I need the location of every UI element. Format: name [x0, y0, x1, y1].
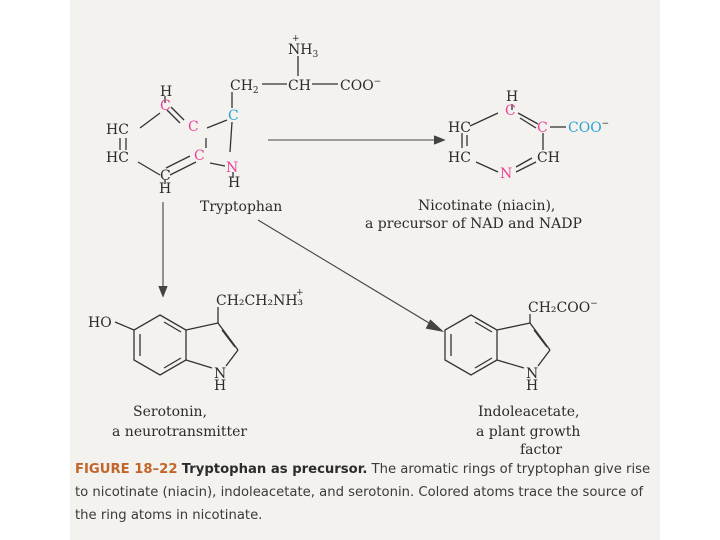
serotonin-label-line2: a neurotransmitter [112, 424, 247, 440]
benzene-ring [444, 314, 498, 376]
bond [170, 106, 185, 121]
atom-c-highlight: C [194, 148, 205, 164]
atom-h: H [160, 84, 172, 100]
indoleacetate-structure: CH₂COO− N H Indoleacetate, a plant growt… [444, 299, 598, 458]
bond [165, 155, 191, 169]
bond [474, 321, 493, 333]
bond [221, 329, 236, 348]
bond [517, 112, 539, 125]
carboxylate-group: COO− [340, 77, 381, 94]
bond [496, 322, 531, 331]
atom-c-cyan: C [228, 108, 239, 124]
nicotinate-label-line2: a precursor of NAD and NADP [365, 216, 582, 232]
atom-c-highlight: C [505, 103, 516, 119]
atom-h: H [506, 89, 518, 105]
bond [475, 161, 499, 173]
atom-c-highlight: C [537, 120, 548, 136]
figure-title: Tryptophan as precursor. [181, 462, 368, 477]
nicotinate-label-line1: Nicotinate (niacin), [418, 198, 555, 214]
atom-hc: HC [448, 120, 471, 136]
bond [469, 112, 499, 127]
atom-c-highlight: C [160, 98, 171, 114]
bond [515, 157, 533, 168]
bond [225, 349, 239, 367]
atom-n: N [214, 366, 226, 382]
bond [519, 117, 537, 129]
carboxylate-group-cyan: COO− [568, 119, 609, 136]
charge-plus: + [296, 288, 304, 298]
atom-c-highlight: C [188, 119, 199, 135]
indoleacetate-label-line3: factor [520, 442, 562, 458]
bond [114, 321, 135, 331]
atom-hc: HC [106, 150, 129, 166]
arrowhead [158, 285, 168, 298]
atom-hc: HC [448, 150, 471, 166]
caption-text: The aromatic rings of tryptophan give ri… [75, 462, 651, 523]
atom-h: H [214, 378, 226, 394]
tryptophan-label: Tryptophan [200, 199, 282, 215]
bond [163, 357, 182, 369]
atom-h: H [526, 378, 538, 394]
bond [229, 121, 233, 153]
reaction-arrows [158, 135, 446, 333]
nicotinate-structure: H C HC C COO− HC CH N Nicotinate (niacin… [365, 89, 609, 232]
atom-n-highlight: N [500, 166, 512, 182]
atom-hc: HC [106, 122, 129, 138]
bond [537, 349, 551, 367]
ethylamine-side-chain: CH₂CH₂NH₃ [216, 293, 303, 309]
bond [169, 161, 197, 176]
hydroxyl-group: HO [88, 315, 112, 331]
indoleacetate-label-line1: Indoleacetate, [478, 404, 580, 420]
bond [166, 109, 181, 124]
charge-plus: + [292, 34, 300, 44]
methylene-group: CH2 [230, 78, 259, 96]
atom-h: H [159, 181, 171, 197]
atom-h: H [228, 175, 240, 191]
arrowhead [425, 319, 445, 333]
benzene-ring [133, 314, 187, 376]
bond [515, 161, 537, 173]
bond [185, 322, 219, 331]
bond [533, 329, 548, 348]
acetate-side-chain: CH₂COO− [528, 299, 598, 316]
alpha-carbon: CH [288, 78, 311, 94]
atom-n-highlight: N [226, 160, 238, 176]
amino-group: NH3 [288, 42, 318, 60]
bond [206, 119, 228, 129]
tryptophan-structure: + NH3 CH2 CH COO− H C HC C C HC C N C H … [106, 34, 381, 215]
atom-n: N [526, 366, 538, 382]
bond [139, 112, 161, 129]
indoleacetate-label-line2: a plant growth [476, 424, 580, 440]
bond [137, 161, 161, 176]
serotonin-label-line1: Serotonin, [133, 404, 207, 420]
atom-ch: CH [537, 150, 560, 166]
arrow-to-indoleacetate [257, 219, 435, 327]
bond [209, 162, 226, 167]
atom-c: C [160, 168, 171, 184]
bond [163, 321, 182, 333]
figure-caption: FIGURE 18–22 Tryptophan as precursor. Th… [75, 458, 655, 527]
bond [496, 359, 525, 369]
bond [474, 357, 493, 369]
arrowhead [433, 135, 446, 145]
serotonin-structure: HO + CH₂CH₂NH₃ N H Serotonin, a neurotra… [88, 288, 304, 440]
textbook-page [70, 0, 660, 540]
figure-number: FIGURE 18–22 [75, 462, 178, 477]
bond [185, 359, 213, 369]
